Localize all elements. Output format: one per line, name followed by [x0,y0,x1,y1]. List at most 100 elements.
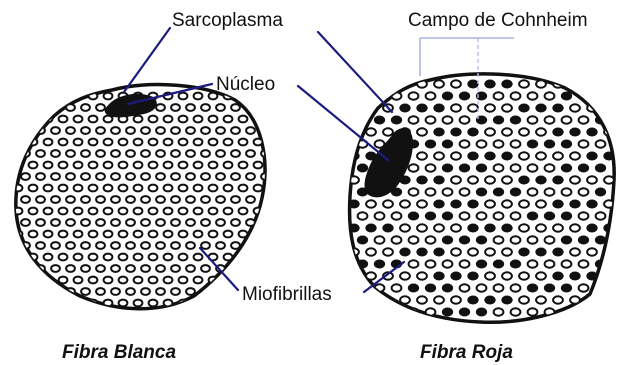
myofibril [111,150,120,157]
myofibril [216,104,225,111]
myofibril-dark [553,272,563,279]
myofibril [587,248,597,255]
myofibril [51,150,60,157]
myofibril [89,277,98,284]
myofibril [179,116,188,123]
myofibril [519,200,529,207]
myofibril [111,219,120,226]
myofibril [239,116,248,123]
myofibril [51,196,60,203]
myofibril [36,242,45,249]
myofibril-dark [570,200,580,207]
myofibril [149,139,158,146]
myofibril [261,219,270,226]
myofibril [231,265,240,272]
myofibril-dark [485,152,495,159]
myofibril [141,288,150,295]
myofibril [434,296,444,303]
myofibril [119,162,128,169]
myofibril [254,231,263,238]
myofibril [246,173,255,180]
myofibril-dark [417,176,427,183]
myofibril [494,308,504,315]
myofibril [216,173,225,180]
myofibril [579,140,589,147]
myofibril [246,265,255,272]
myofibril [417,272,427,279]
myofibril-dark [511,260,521,267]
myofibril [186,196,195,203]
myofibril-dark [579,308,589,315]
myofibril [426,236,436,243]
myofibril-dark [417,248,427,255]
myofibril-dark [502,152,512,159]
myofibril [179,277,188,284]
myofibril [519,152,529,159]
myofibril [528,92,538,99]
myofibril [74,116,83,123]
myofibril [536,152,546,159]
myofibril [426,188,436,195]
myofibril [186,104,195,111]
myofibril [171,127,180,134]
myofibril [528,164,538,171]
myofibril-dark [460,164,470,171]
myofibril [36,173,45,180]
myofibril [89,208,98,215]
myofibril [134,231,143,238]
myofibril [104,162,113,169]
myofibril [502,128,512,135]
myofibril [179,162,188,169]
myofibril [194,139,203,146]
myofibril-dark [528,212,538,219]
myofibril [460,212,470,219]
myofibril-dark [477,260,487,267]
myofibril [485,248,495,255]
myofibril [29,185,38,192]
myofibril-dark [519,176,529,183]
myofibril [231,104,240,111]
myofibril [494,92,504,99]
sarcoplasm-label: Sarcoplasma [172,10,283,31]
myofibril [66,265,75,272]
myofibril [164,231,173,238]
myofibril [179,208,188,215]
myofibril [528,308,538,315]
myofibril [366,128,376,135]
myofibril [44,93,53,100]
myofibril [59,162,68,169]
myofibril [536,200,546,207]
myofibril [536,128,546,135]
myofibril-dark [477,308,487,315]
myofibril [194,254,203,261]
myofibril [134,162,143,169]
myofibril [468,104,478,111]
myofibril [14,139,23,146]
myofibril [51,127,60,134]
myofibril [36,219,45,226]
myofibril [36,104,45,111]
myofibril [596,212,606,219]
myofibril [186,265,195,272]
myofibril [21,219,30,226]
myofibril [134,185,143,192]
myofibril-dark [604,152,614,159]
myofibril [239,185,248,192]
myofibril [21,265,30,272]
myofibril [562,116,572,123]
myofibril [231,219,240,226]
myofibril [375,308,385,315]
myofibril-dark [562,92,572,99]
myofibril [545,236,555,243]
myofibril-dark [434,176,444,183]
myofibril [261,242,270,249]
myofibril-dark [443,212,453,219]
myofibril [224,231,233,238]
myofibril [156,173,165,180]
myofibril-dark [468,272,478,279]
cohnheim-field-label: Campo de Cohnheim [408,10,588,31]
myofibril [246,242,255,249]
myofibril [201,265,210,272]
myofibril [14,300,23,307]
